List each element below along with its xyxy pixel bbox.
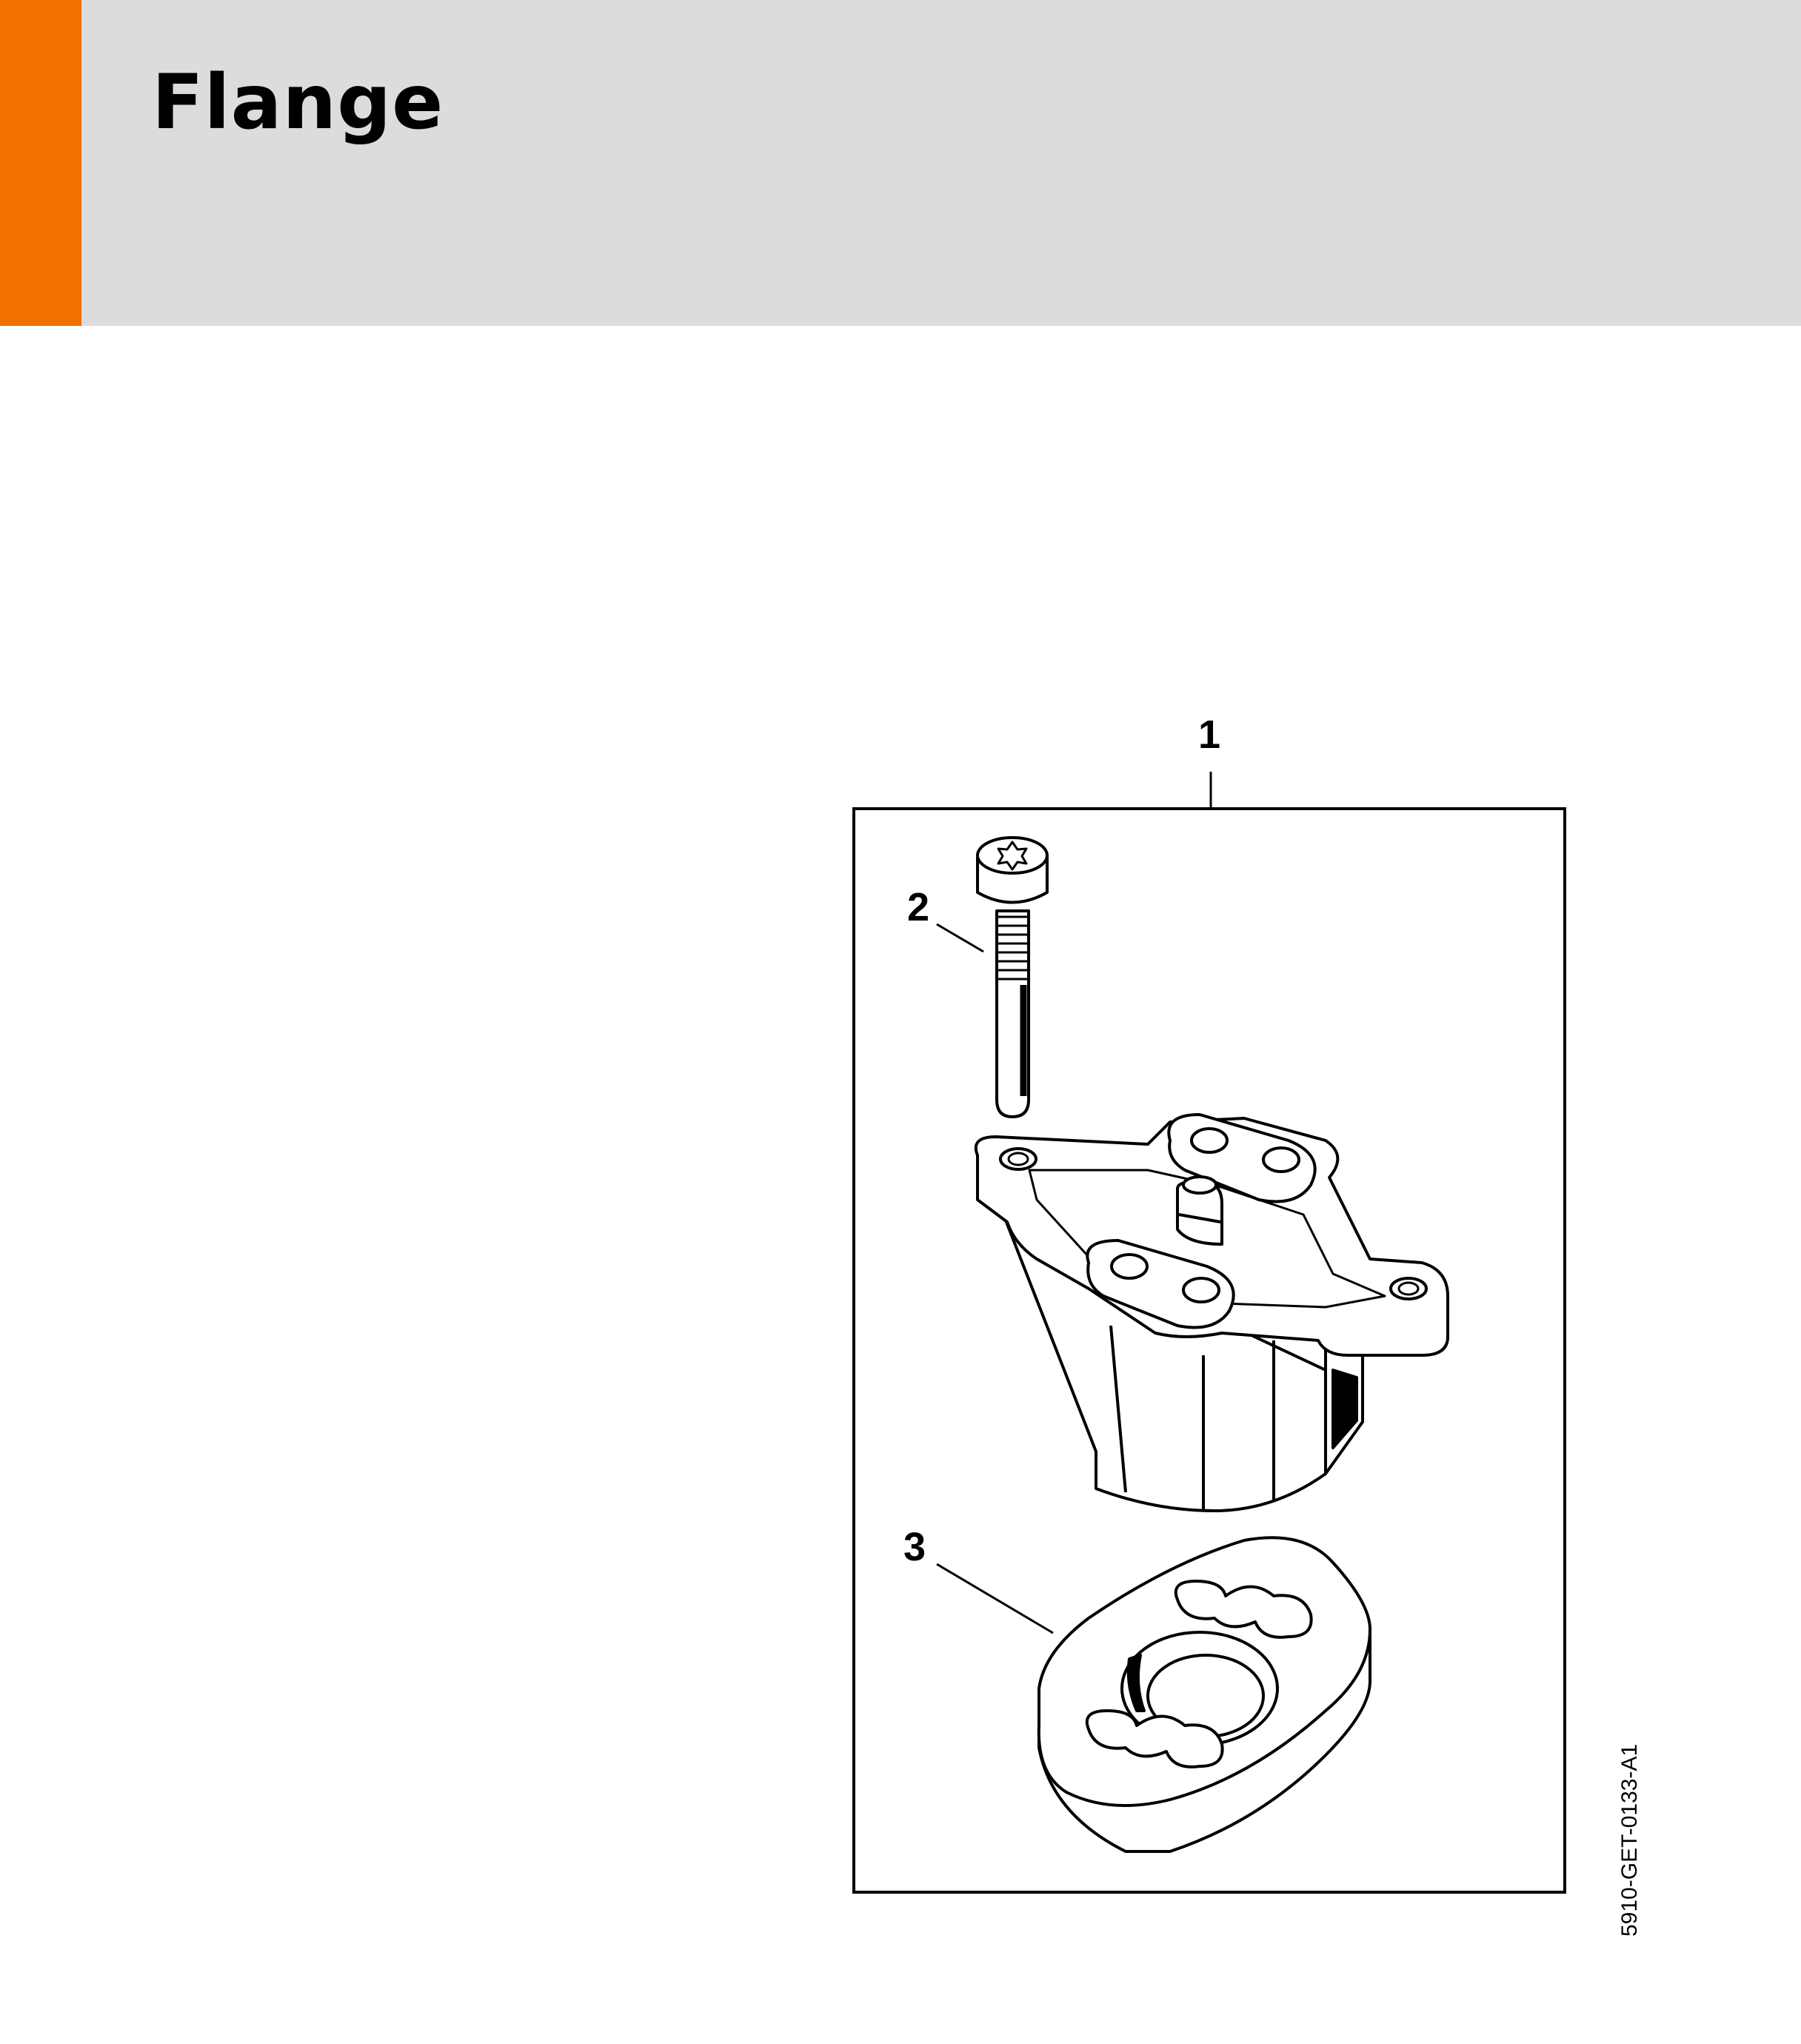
flange-body-side-shadow [1331,1369,1358,1449]
assembly-frame [852,807,1566,1894]
right-screw-hole-inner [1397,1281,1420,1296]
callout-3-leader [936,1563,1054,1634]
torx-drive-icon [997,841,1028,871]
screw-part [976,836,1049,1118]
callout-2-label: 2 [907,885,929,929]
impulse-nozzle-ring [1178,1213,1221,1223]
flange-body-lower [1002,1213,1327,1512]
gasket-part [1037,1536,1371,1853]
lower-pad-hole-2 [1182,1277,1220,1303]
flange-body-part [974,1113,1449,1512]
accent-bar [0,0,81,326]
screw-threads [997,915,1029,981]
callout-3-label: 3 [903,1525,926,1569]
upper-pad-hole-1 [1190,1127,1229,1154]
callout-1-label: 1 [1198,712,1220,757]
header-banner: Flange [0,0,1801,326]
flange-body-edge-1 [1109,1325,1127,1493]
gasket-bore-shadow [1126,1654,1146,1712]
upper-pad-hole-2 [1262,1146,1300,1173]
impulse-nozzle-tip [1182,1175,1217,1195]
callout-2-leader [936,923,984,953]
gasket-lower-slot [1085,1709,1224,1769]
gasket-upper-slot [1174,1580,1313,1639]
left-screw-hole-inner [1007,1152,1029,1166]
lower-pad-hole-1 [1110,1253,1149,1280]
page-title: Flange [152,59,444,147]
drawing-code: 5910-GET-0133-A1 [1617,1744,1642,1937]
